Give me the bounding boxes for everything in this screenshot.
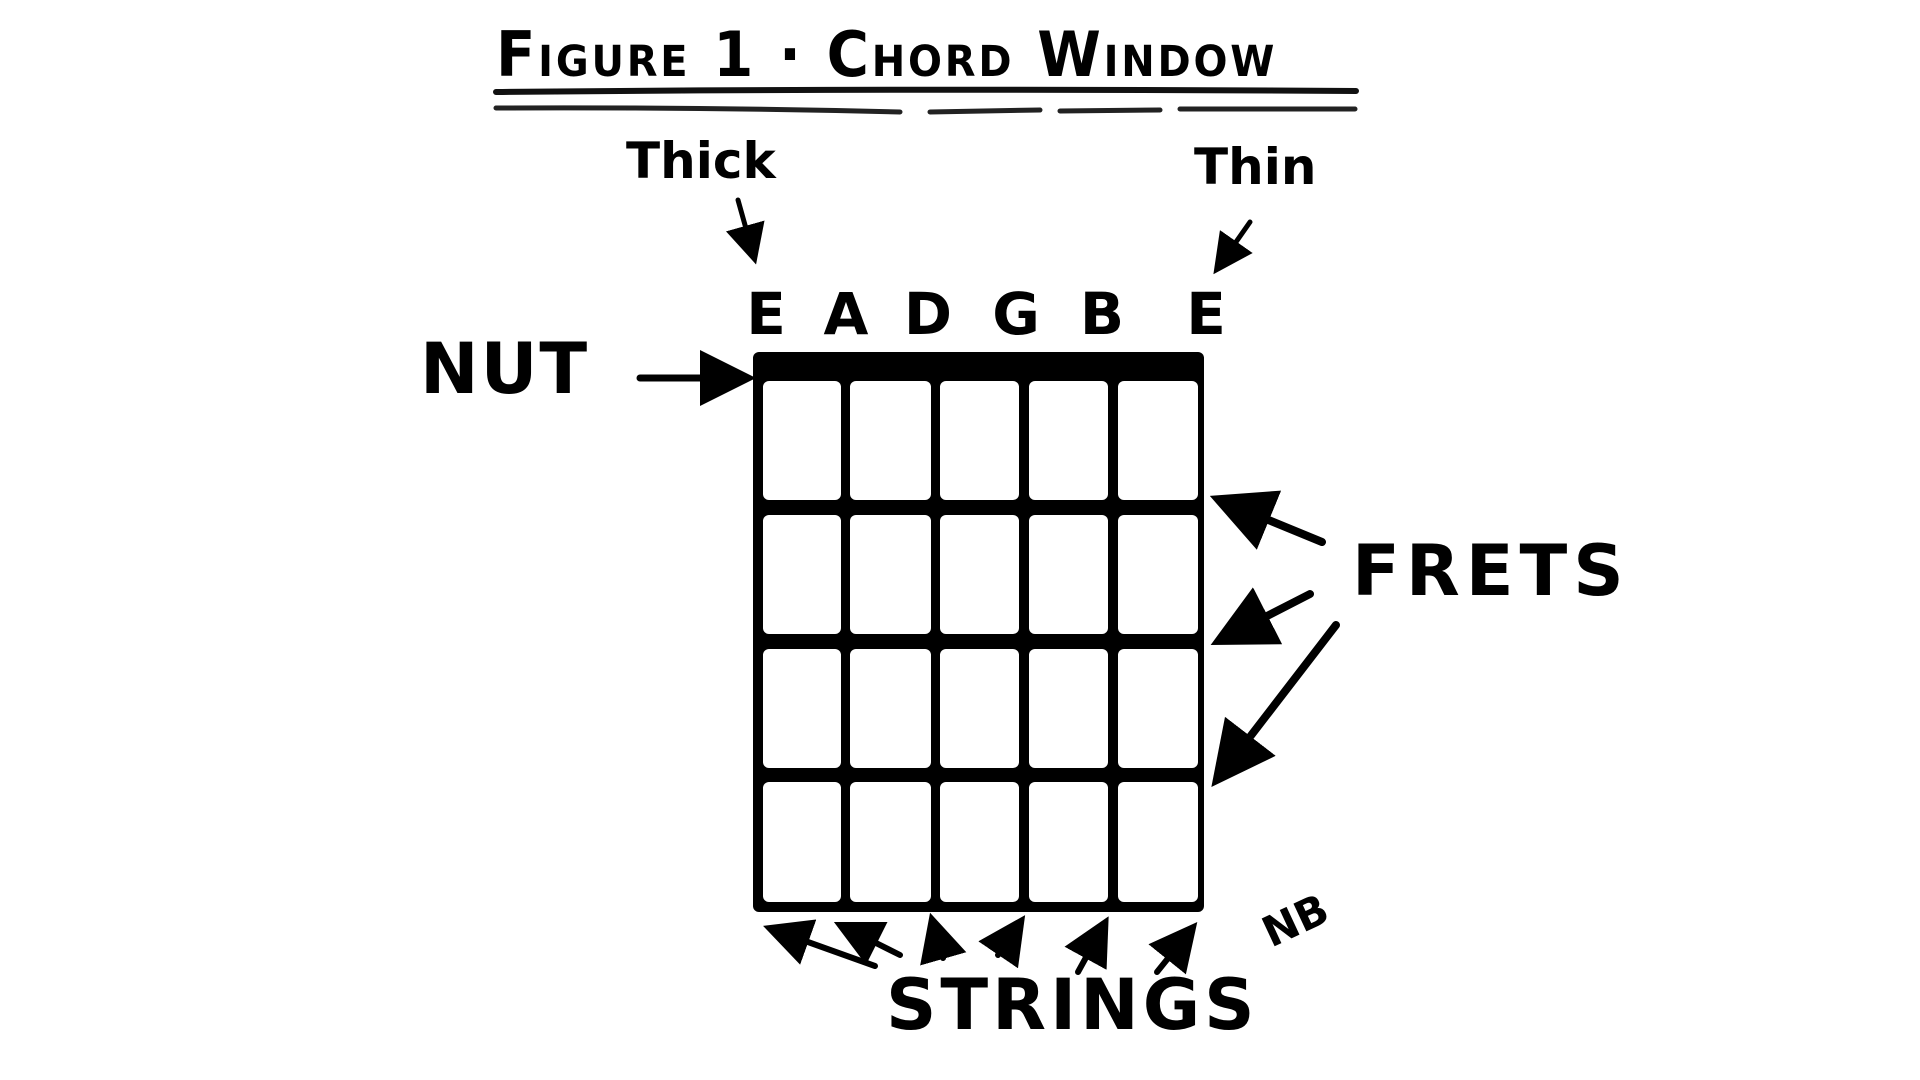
string-name: E (746, 280, 786, 348)
grid-cell (1029, 782, 1108, 902)
grid-cell (1118, 515, 1198, 634)
grid-cell (1029, 381, 1108, 500)
grid-cell (940, 649, 1019, 768)
thin-label: Thin (1194, 138, 1317, 196)
strings-label: STRINGS (886, 964, 1259, 1046)
fret-arrow-3 (1211, 621, 1340, 788)
frets-label: FRETS (1352, 530, 1630, 612)
chord-grid (753, 352, 1204, 912)
grid-cell (763, 515, 841, 634)
string-name: E (1186, 280, 1226, 348)
title-underline (493, 86, 1359, 115)
thick-label: Thick (626, 132, 776, 190)
string-arrow-6 (1148, 921, 1198, 975)
grid-cell (1029, 649, 1108, 768)
string-name: D (903, 280, 953, 348)
grid-cell (763, 381, 841, 500)
grid-cell (850, 649, 931, 768)
grid-cell (940, 782, 1019, 902)
figure-title: Figure 1 · Chord Window (496, 18, 1278, 91)
string-name: G (992, 280, 1040, 348)
fret-arrow-2 (1210, 587, 1314, 645)
grid-cell (763, 782, 841, 902)
grid-cell (1118, 381, 1198, 500)
grid-cell (1118, 782, 1198, 902)
string-arrow-5 (1064, 916, 1109, 975)
grid-cell (940, 381, 1019, 500)
string-name: A (823, 280, 869, 348)
string-name: B (1079, 280, 1125, 348)
grid-cell (763, 649, 841, 768)
grid-cell (1118, 649, 1198, 768)
fret-arrow-1 (1209, 490, 1326, 550)
grid-cell (850, 381, 931, 500)
string-arrow-4 (978, 915, 1026, 969)
string-arrow-2 (833, 921, 903, 965)
nut-label: NUT (420, 328, 590, 410)
grid-cell (940, 515, 1019, 634)
grid-cell (850, 515, 931, 634)
thick-arrow (725, 197, 765, 265)
grid-cell (850, 782, 931, 902)
string-arrow-3 (920, 912, 967, 966)
grid-cell (1029, 515, 1108, 634)
thin-arrow (1213, 219, 1253, 275)
